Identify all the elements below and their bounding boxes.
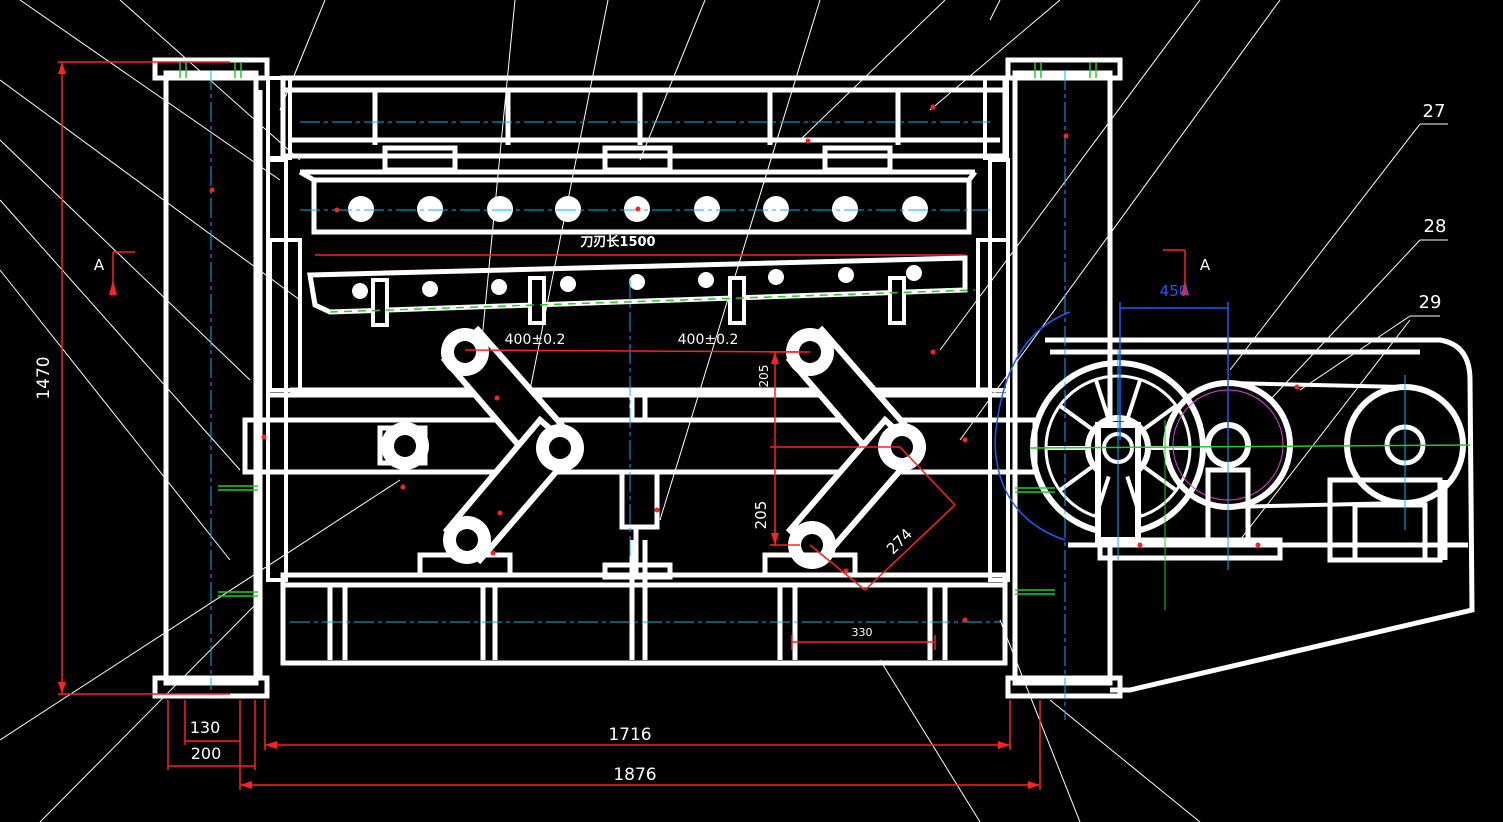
part-number-underlines — [1410, 123, 1448, 317]
blade-hole — [838, 267, 854, 283]
spoke — [1125, 475, 1143, 518]
dim-arm-length: 274 — [883, 525, 916, 558]
pivot-joints — [381, 328, 926, 569]
bolt-head — [694, 196, 720, 222]
red-arrowheads — [58, 62, 1189, 789]
ref-dot — [1063, 133, 1069, 139]
pivot-hole — [891, 436, 913, 458]
centerlines — [210, 70, 1406, 720]
ref-dot — [497, 510, 503, 516]
ref-dot — [1294, 384, 1300, 390]
dim-foot-200: 200 — [191, 744, 222, 763]
side-blocks — [266, 76, 1010, 582]
bolt-head — [487, 196, 513, 222]
part-number-28: 28 — [1424, 216, 1447, 237]
ref-dot — [654, 507, 660, 513]
top-beam — [280, 75, 1008, 175]
ref-dot — [400, 484, 406, 490]
bolt-head — [763, 196, 789, 222]
blue-arc — [994, 311, 1071, 541]
ref-dot — [261, 434, 267, 440]
ref-dot — [490, 550, 496, 556]
blade-hole — [352, 283, 368, 299]
dim-pitch-left: 400±0.2 — [505, 332, 566, 348]
blade-hole — [629, 274, 645, 290]
bolt-head — [555, 196, 581, 222]
leader-lines — [0, 0, 1421, 822]
spoke — [1093, 475, 1111, 518]
red-dimensions — [58, 61, 1041, 790]
section-markers — [112, 249, 1186, 285]
blade-slots — [371, 276, 906, 327]
dim-pitch-right: 400±0.2 — [678, 332, 739, 348]
ref-dot — [1255, 542, 1261, 548]
spoke — [1125, 378, 1143, 421]
dim-offset-upper: 205 — [757, 365, 771, 388]
blade-hole — [768, 269, 784, 285]
bolt-head — [417, 196, 443, 222]
upper-bolt-row — [348, 196, 928, 222]
spoke — [1141, 404, 1178, 432]
blue-dimension-450 — [1119, 302, 1229, 440]
ref-dot — [209, 187, 215, 193]
blade-hole — [698, 272, 714, 288]
bolt-head — [902, 196, 928, 222]
blade-length-note: 刀刃长1500 — [580, 234, 655, 250]
blade-hole — [560, 276, 576, 292]
ref-dot — [962, 437, 968, 443]
blade-hole — [422, 281, 438, 297]
blade-hole — [906, 265, 922, 281]
linkage-arms — [440, 325, 923, 565]
ref-dot — [334, 207, 340, 213]
right-column — [1005, 57, 1123, 699]
pivot-hole — [549, 437, 571, 459]
blade-hole-row — [352, 265, 922, 299]
dim-center-450: 450 — [1160, 282, 1189, 300]
bottom-base — [280, 540, 1008, 666]
part-number-29: 29 — [1419, 292, 1442, 313]
ref-dot — [930, 349, 936, 355]
bolt-head — [832, 196, 858, 222]
ref-dot — [635, 206, 641, 212]
pivot-hole — [456, 529, 478, 551]
ref-dot — [494, 395, 500, 401]
ref-dot — [962, 617, 968, 623]
dim-outer-width: 1876 — [613, 765, 656, 785]
dim-height: 1470 — [34, 356, 54, 399]
middle-rail — [242, 395, 1038, 575]
pivot-hole — [454, 341, 476, 363]
spoke — [1093, 378, 1111, 421]
reference-dots — [209, 104, 1300, 623]
dim-inner-width: 1716 — [608, 725, 651, 745]
pivot-hole — [394, 435, 416, 457]
part-number-27: 27 — [1423, 101, 1446, 122]
spoke — [1141, 464, 1178, 492]
blade-green-line — [329, 289, 976, 313]
dim-span-330: 330 — [852, 626, 873, 639]
upper-blade-holder — [298, 169, 977, 235]
green-markers — [179, 62, 1097, 597]
ref-dot — [930, 104, 936, 110]
drive-green-axis — [1029, 444, 1471, 449]
bolt-head — [348, 196, 374, 222]
dim-offset-lower: 205 — [752, 501, 770, 530]
ref-dot — [1137, 542, 1143, 548]
ref-dot — [843, 568, 849, 574]
section-marker-left: A — [94, 256, 105, 274]
dim-foot-130: 130 — [190, 718, 221, 737]
section-marker-right: A — [1200, 256, 1211, 274]
blade-hole — [491, 279, 507, 295]
ref-dot — [805, 138, 811, 144]
